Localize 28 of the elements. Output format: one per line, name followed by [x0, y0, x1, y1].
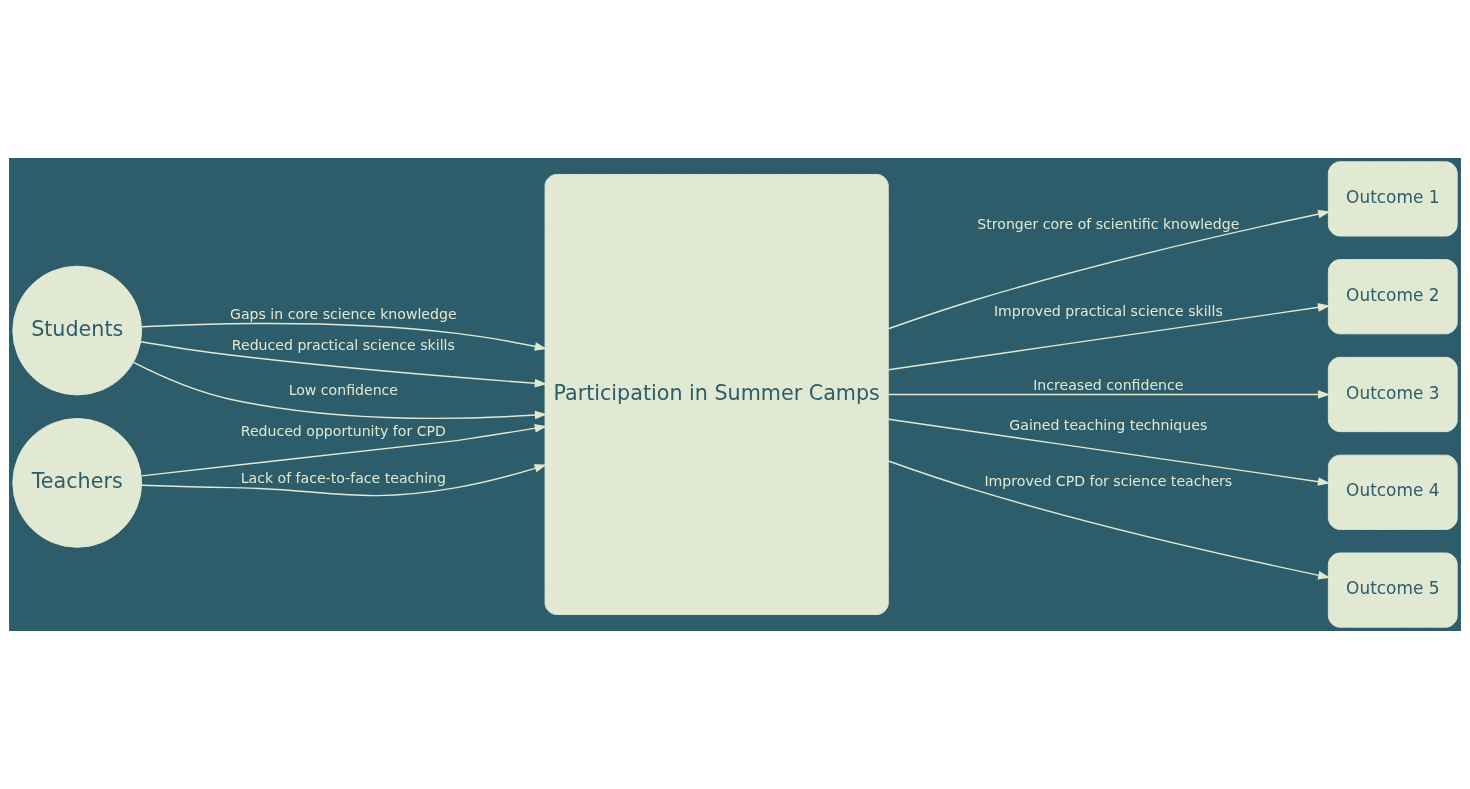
edge-label: Improved practical science skills: [993, 303, 1223, 320]
edge-label: Increased confidence: [1033, 376, 1184, 393]
node-circle: Students: [12, 265, 143, 396]
arrow: [887, 303, 1331, 371]
arrow: [140, 341, 547, 388]
arrow: [141, 464, 547, 497]
arrow: [140, 423, 548, 477]
edge-label: Gaps in core science knowledge: [230, 306, 457, 323]
node-box: Outcome 3: [1327, 356, 1458, 433]
node-box: Outcome 5: [1327, 552, 1458, 628]
node-box: Participation in Summer Camps: [544, 174, 889, 615]
arrow: [132, 361, 548, 420]
node-box: Outcome 4: [1327, 454, 1458, 530]
arrow: [887, 418, 1331, 486]
node-circle: Teachers: [12, 418, 143, 548]
edge-label: Low confidence: [288, 381, 399, 398]
edge-label: Improved CPD for science teachers: [984, 472, 1233, 489]
arrow: [887, 209, 1331, 330]
arrow: [887, 390, 1331, 399]
edge-label: Reduced opportunity for CPD: [240, 422, 446, 439]
edge-label: Stronger core of scientific knowledge: [977, 216, 1240, 232]
node-box: Outcome 2: [1327, 259, 1458, 335]
edge-label: Reduced practical science skills: [231, 337, 455, 354]
arrow: [141, 322, 547, 351]
node-box: Outcome 1: [1327, 161, 1458, 237]
edge-label: Lack of face-to-face teaching: [240, 469, 447, 486]
arrow: [887, 460, 1331, 580]
edge-label: Gained teaching techniques: [1009, 417, 1208, 434]
